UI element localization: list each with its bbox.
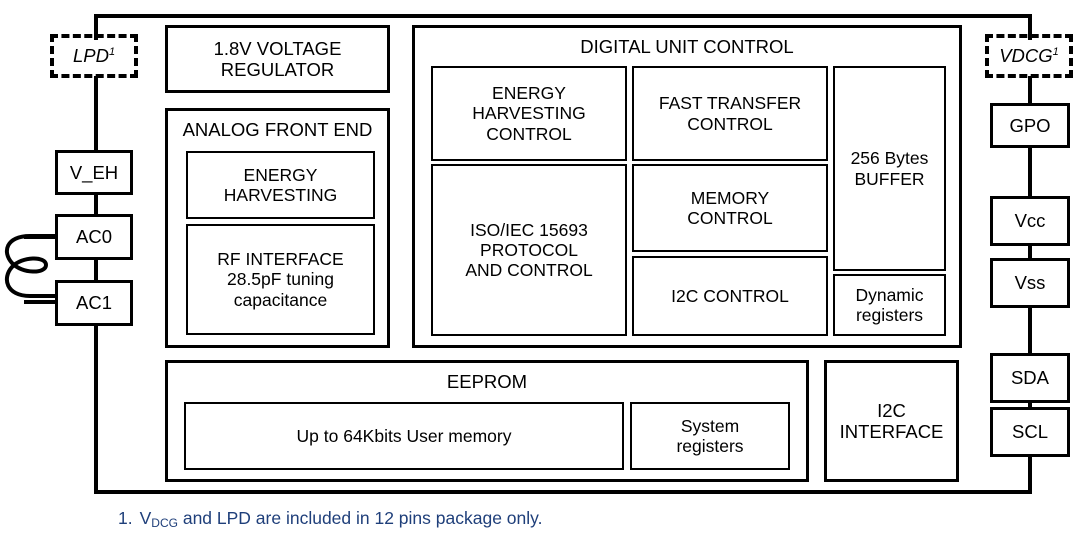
pin-vss-label: Vss — [1014, 272, 1046, 294]
wire-vcc-to-vss — [1028, 246, 1032, 260]
block-buffer-label: 256 Bytes BUFFER — [850, 148, 929, 189]
wire-vdcg-to-gpo — [1028, 76, 1032, 106]
wire-right-bus-top — [1028, 14, 1032, 40]
pin-ac1[interactable]: AC1 — [55, 280, 133, 326]
footnote: 1. VDCG and LPD are included in 12 pins p… — [118, 508, 543, 530]
block-voltage-regulator-label: 1.8V VOLTAGE REGULATOR — [213, 37, 342, 80]
footnote-text: and LPD are included in 12 pins package … — [177, 508, 543, 528]
wire-gpo-to-vcc — [1028, 146, 1032, 198]
block-rf-interface-label: RF INTERFACE 28.5pF tuning capacitance — [217, 249, 344, 310]
block-system-registers[interactable]: System registers — [630, 402, 790, 470]
block-user-memory-label: Up to 64Kbits User memory — [296, 425, 512, 446]
block-i2c-control[interactable]: I2C CONTROL — [632, 256, 828, 336]
pin-v-eh-label: V_EH — [69, 161, 119, 183]
footnote-symbol-main: V — [139, 508, 152, 528]
pin-vdcg-superscript: 1 — [1052, 46, 1059, 59]
block-iso-protocol-control[interactable]: ISO/IEC 15693 PROTOCOL AND CONTROL — [431, 164, 627, 336]
block-fast-transfer-control[interactable]: FAST TRANSFER CONTROL — [632, 66, 828, 161]
group-digital-unit-control: DIGITAL UNIT CONTROL ENERGY HARVESTING C… — [412, 25, 962, 348]
wire-top-bus — [94, 14, 1032, 18]
footnote-number: 1. — [118, 508, 133, 528]
block-fast-transfer-control-label: FAST TRANSFER CONTROL — [658, 93, 802, 134]
pin-lpd-label: LPD — [72, 45, 109, 67]
pin-gpo[interactable]: GPO — [990, 103, 1070, 148]
wire-veh-to-ac0 — [94, 193, 98, 215]
pin-sda[interactable]: SDA — [990, 353, 1070, 403]
pin-vdcg-label: VDCG — [999, 45, 1053, 67]
pin-vcc-label: Vcc — [1014, 210, 1046, 232]
block-dynamic-registers[interactable]: Dynamic registers — [833, 274, 946, 336]
pin-scl-label: SCL — [1012, 421, 1048, 443]
pin-lpd-superscript: 1 — [108, 46, 116, 59]
block-i2c-interface[interactable]: I2C INTERFACE — [824, 360, 959, 482]
pin-v-eh[interactable]: V_EH — [55, 150, 133, 195]
wire-left-bus-top — [94, 14, 98, 40]
block-i2c-interface-label: I2C INTERFACE — [839, 399, 944, 442]
wire-vss-to-sda — [1028, 306, 1032, 355]
block-rf-interface[interactable]: RF INTERFACE 28.5pF tuning capacitance — [186, 224, 375, 335]
pin-scl[interactable]: SCL — [990, 407, 1070, 457]
group-eeprom: EEPROM Up to 64Kbits User memory System … — [165, 360, 809, 482]
block-system-registers-label: System registers — [676, 415, 744, 456]
pin-ac1-label: AC1 — [76, 292, 112, 314]
pin-sda-label: SDA — [1010, 367, 1050, 389]
pin-ac0-label: AC0 — [76, 226, 112, 248]
block-memory-control-label: MEMORY CONTROL — [687, 187, 773, 228]
block-energy-harvesting[interactable]: ENERGY HARVESTING — [186, 151, 375, 219]
block-energy-harvesting-control-label: ENERGY HARVESTING CONTROL — [472, 83, 586, 144]
wire-right-bus-bottom — [1028, 457, 1032, 494]
antenna-coil-icon — [4, 234, 60, 298]
block-dynamic-registers-label: Dynamic registers — [855, 284, 924, 325]
pin-vcc[interactable]: Vcc — [990, 196, 1070, 246]
wire-antenna-ac1 — [24, 300, 58, 304]
wire-lpd-to-veh — [94, 76, 98, 152]
group-eeprom-title: EEPROM — [446, 371, 528, 392]
wire-ac1-to-bottom — [94, 325, 98, 494]
block-voltage-regulator[interactable]: 1.8V VOLTAGE REGULATOR — [165, 25, 390, 93]
block-iso-protocol-control-label: ISO/IEC 15693 PROTOCOL AND CONTROL — [465, 219, 593, 281]
pin-vdcg[interactable]: VDCG1 — [985, 34, 1073, 78]
block-buffer[interactable]: 256 Bytes BUFFER — [833, 66, 946, 271]
wire-bottom-bus — [94, 490, 1032, 494]
pin-gpo-label: GPO — [1009, 114, 1051, 136]
group-digital-unit-control-title: DIGITAL UNIT CONTROL — [580, 36, 794, 57]
group-analog-front-end-title: ANALOG FRONT END — [182, 119, 373, 140]
pin-lpd[interactable]: LPD1 — [50, 34, 138, 78]
pin-vss[interactable]: Vss — [990, 258, 1070, 308]
block-i2c-control-label: I2C CONTROL — [671, 285, 789, 306]
block-user-memory[interactable]: Up to 64Kbits User memory — [184, 402, 624, 470]
wire-sda-to-scl — [1028, 402, 1032, 409]
block-energy-harvesting-label: ENERGY HARVESTING — [223, 164, 338, 205]
block-memory-control[interactable]: MEMORY CONTROL — [632, 164, 828, 252]
footnote-symbol-sub: DCG — [151, 516, 178, 530]
group-analog-front-end: ANALOG FRONT END ENERGY HARVESTING RF IN… — [165, 108, 390, 348]
pin-ac0[interactable]: AC0 — [55, 214, 133, 260]
wire-ac0-to-ac1 — [94, 259, 98, 281]
block-energy-harvesting-control[interactable]: ENERGY HARVESTING CONTROL — [431, 66, 627, 161]
